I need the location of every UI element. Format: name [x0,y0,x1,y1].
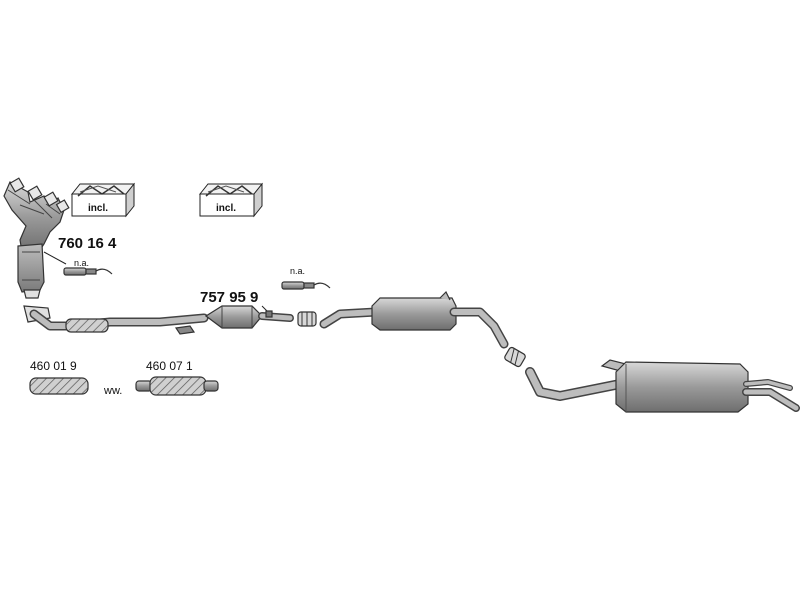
flex-pipe-icon [29,377,89,395]
front-pipe [23,305,209,335]
included-label: incl. [216,203,236,214]
part-number-flex-pipe-2: 460 07 1 [146,359,193,373]
or-label: ww. [103,385,122,397]
included-label: incl. [88,203,108,214]
pipe-clamp-icon [297,311,317,327]
middle-silencer-icon [319,290,509,349]
catalytic-converter-icon [204,305,294,329]
leader-line [43,251,67,265]
not-available-label: n.a. [74,258,89,268]
part-number-catalyst: 757 95 9 [200,289,258,306]
flex-pipe-icon [135,376,219,396]
mounting-kit-box-icon [198,182,264,218]
not-available-label: n.a. [290,266,305,276]
pipe-clamp-icon [504,346,526,368]
lambda-sensor-icon [281,281,331,290]
mounting-kit-box-icon [70,182,136,218]
part-number-manifold: 760 16 4 [58,235,117,252]
exhaust-manifold-icon [3,177,70,299]
lambda-sensor-icon [63,267,113,276]
flex-pipe-icon [65,318,109,333]
part-number-flex-pipe-1: 460 01 9 [30,359,77,373]
rear-silencer-icon [525,359,800,413]
